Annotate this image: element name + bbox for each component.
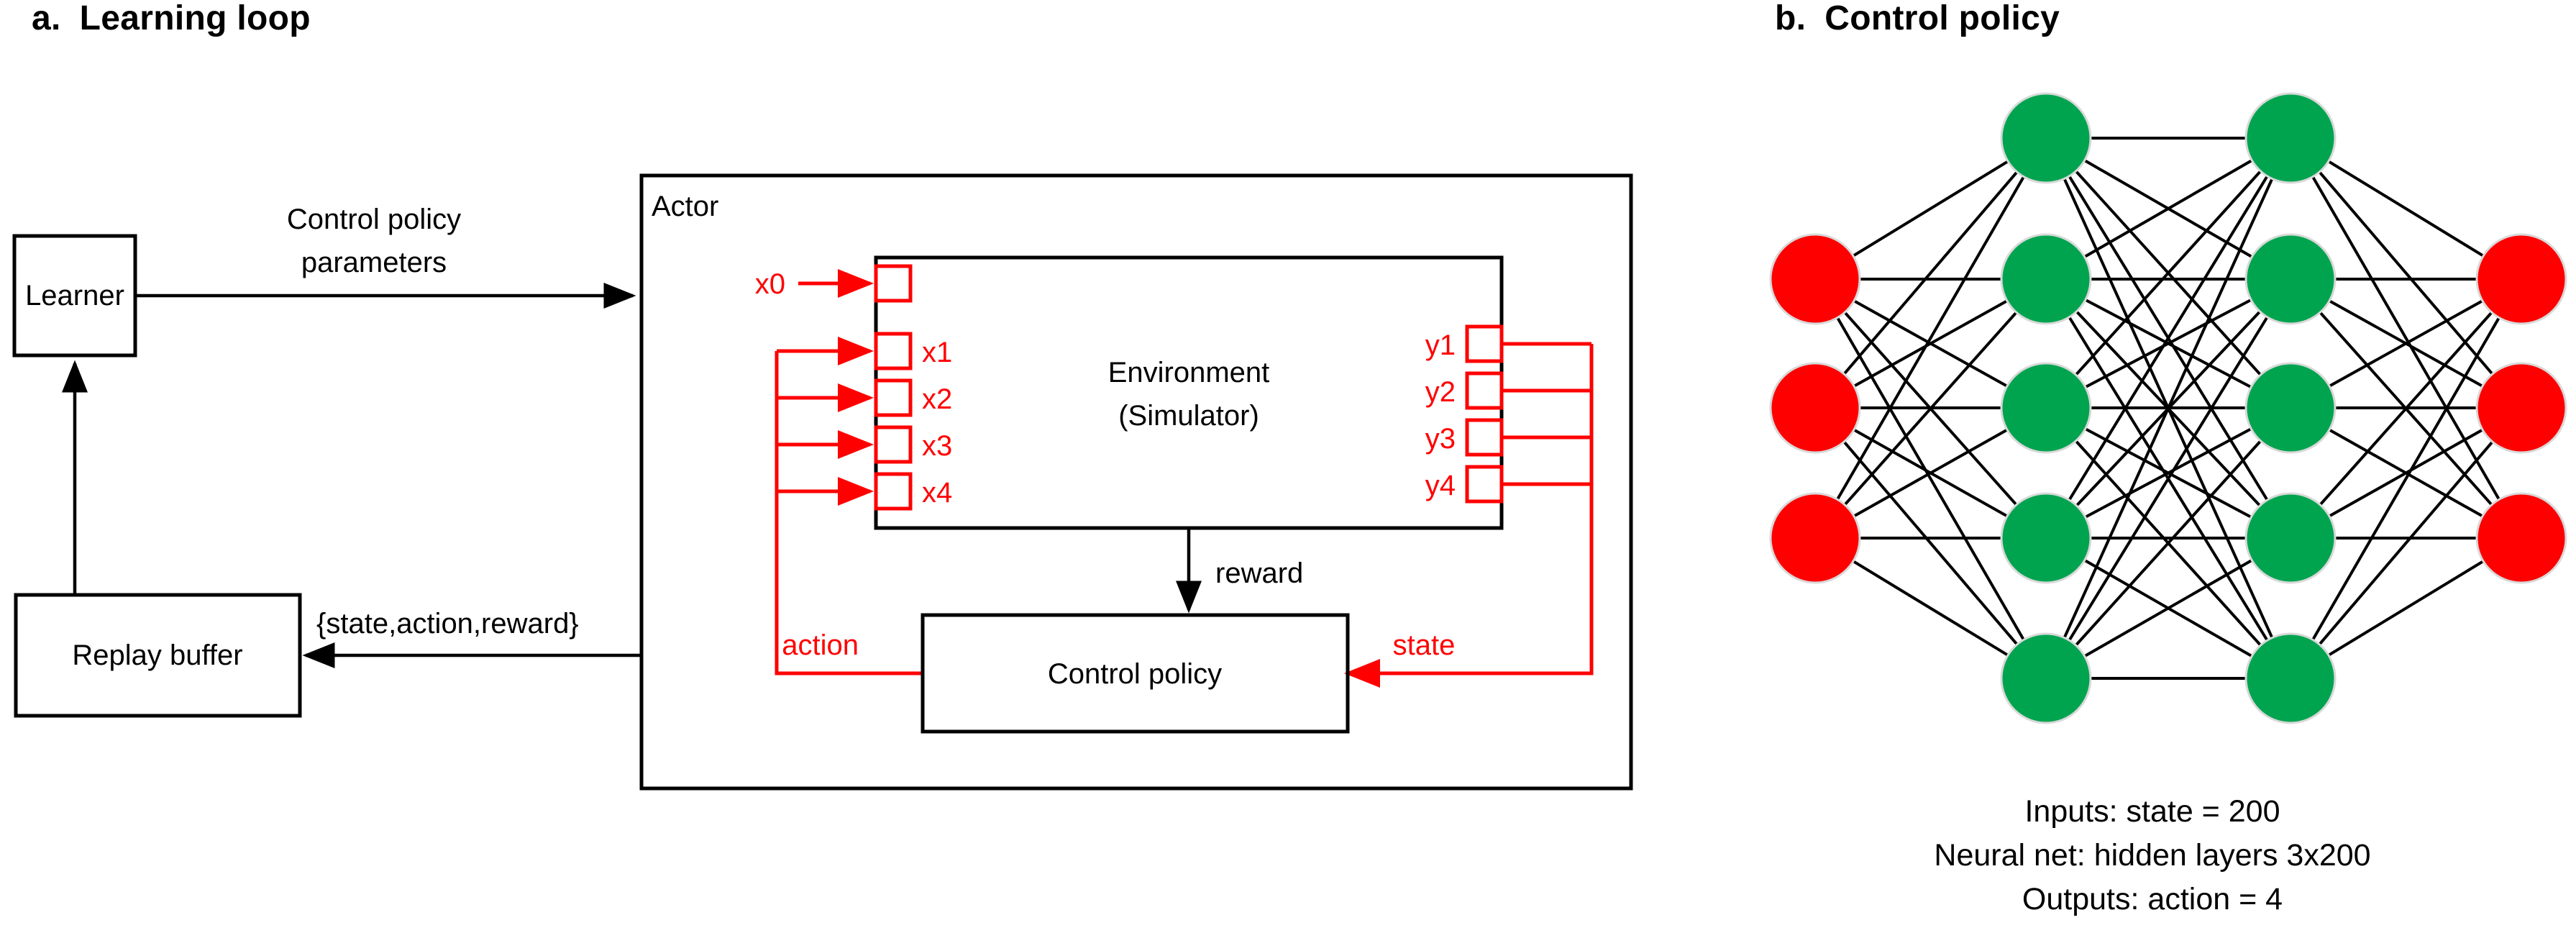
nn-node-output-3 [2475,492,2567,584]
nn-connection [2329,299,2483,388]
panel-a-letter: a. [32,0,61,37]
nn-connection [2327,160,2485,258]
environment-input-ports [874,264,913,511]
nn-node-output-2 [2475,362,2567,454]
port-label-x0: x0 [755,268,785,300]
port-x1 [874,332,913,370]
state-bus-spine [1344,344,1594,688]
port-x3 [874,425,913,464]
control-policy-label: Control policy [1048,658,1222,690]
reward-label: reward [1215,557,1303,589]
nn-node-hidden-2-1 [2244,92,2337,184]
nn-connection [2068,316,2269,642]
nn-node-hidden-2-2 [2244,233,2337,325]
port-label-y4: y4 [1425,470,1456,501]
learner-block: Learner [12,234,137,358]
nn-connection [2311,317,2500,641]
port-label-x1: x1 [922,337,952,368]
nn-connection [2329,428,2483,518]
port-label-x4: x4 [922,477,952,509]
nn-caption-line-1: Inputs: state = 200 [2024,794,2280,829]
panel-a-title: a. Learning loop [32,0,311,38]
actor-block: Actor [639,173,1633,791]
environment-label-line1: Environment [1108,357,1270,388]
nn-connection [2068,175,2269,501]
nn-connection [2083,159,2253,258]
nn-connection [1853,299,2008,388]
transition-tuple-label: {state,action,reward} [316,608,579,640]
port-label-y1: y1 [1425,329,1456,361]
nn-node-hidden-2-5 [2244,632,2337,724]
nn-connection [2084,299,2252,388]
port-y4 [1465,465,1504,504]
replay-buffer-block: Replay buffer [14,593,302,718]
nn-node-input-2 [1769,362,1861,454]
nn-connection [1842,170,2019,376]
nn-connection [1853,428,2008,518]
port-label-x3: x3 [922,430,952,462]
port-label-y2: y2 [1425,376,1456,408]
port-x2 [874,378,913,417]
port-x0 [874,264,913,303]
port-label-x2: x2 [922,383,952,415]
nn-connection [1852,560,2009,657]
action-label: action [782,629,859,661]
nn-connection [1836,317,2025,641]
nn-node-hidden-2-4 [2244,492,2337,584]
nn-node-input-1 [1769,233,1861,325]
nn-connection [2319,311,2493,506]
port-y1 [1465,324,1504,363]
nn-connection [2084,427,2252,519]
nn-node-hidden-2-3 [2244,362,2337,454]
nn-connection [1852,160,2009,258]
environment-output-ports [1465,324,1504,504]
nn-node-hidden-1-5 [2000,632,2092,724]
nn-connection [2327,560,2485,657]
control-policy-parameters-label-line1: Control policy [287,204,461,235]
control-policy-parameters-label-line2: parameters [301,247,447,278]
nn-caption-line-2: Neural net: hidden layers 3x200 [1934,838,2370,873]
control-policy-block: Control policy [921,613,1350,734]
nn-connection [2311,176,2500,501]
nn-node-hidden-1-2 [2000,233,2092,325]
nn-node-output-1 [2475,233,2567,325]
nn-connection [1842,440,2019,646]
nn-connection [1843,311,2018,506]
environment-block: Environment (Simulator) [874,255,1504,530]
port-y3 [1465,418,1504,457]
panel-a-title-text: Learning loop [79,0,311,37]
replay-buffer-label: Replay buffer [72,640,242,671]
panel-b-title: b. Control policy [1775,0,2060,38]
environment-label-line2: (Simulator) [1118,400,1259,432]
nn-connection [2063,178,2274,639]
port-x4 [874,472,913,511]
nn-node-hidden-1-1 [2000,92,2092,184]
nn-connection [2318,170,2494,376]
nn-connection [1836,176,2025,501]
neural-net-nodes [1769,92,2567,724]
state-label: state [1393,629,1456,661]
nn-connection [2083,559,2253,657]
actor-label: Actor [652,191,718,222]
port-y2 [1465,371,1504,410]
learner-label: Learner [25,280,124,311]
neural-net-edges [1836,137,2500,680]
panel-b-letter: b. [1775,0,1807,37]
action-bus-spine [775,351,923,675]
nn-caption-line-3: Outputs: action = 4 [2022,882,2283,916]
nn-connection [2075,170,2262,376]
nn-connection [2075,440,2262,647]
nn-node-hidden-1-4 [2000,492,2092,584]
nn-node-input-3 [1769,492,1861,584]
panel-b-title-text: Control policy [1824,0,2060,37]
port-label-y3: y3 [1425,423,1456,455]
nn-connection [2318,440,2494,646]
nn-node-hidden-1-3 [2000,362,2092,454]
